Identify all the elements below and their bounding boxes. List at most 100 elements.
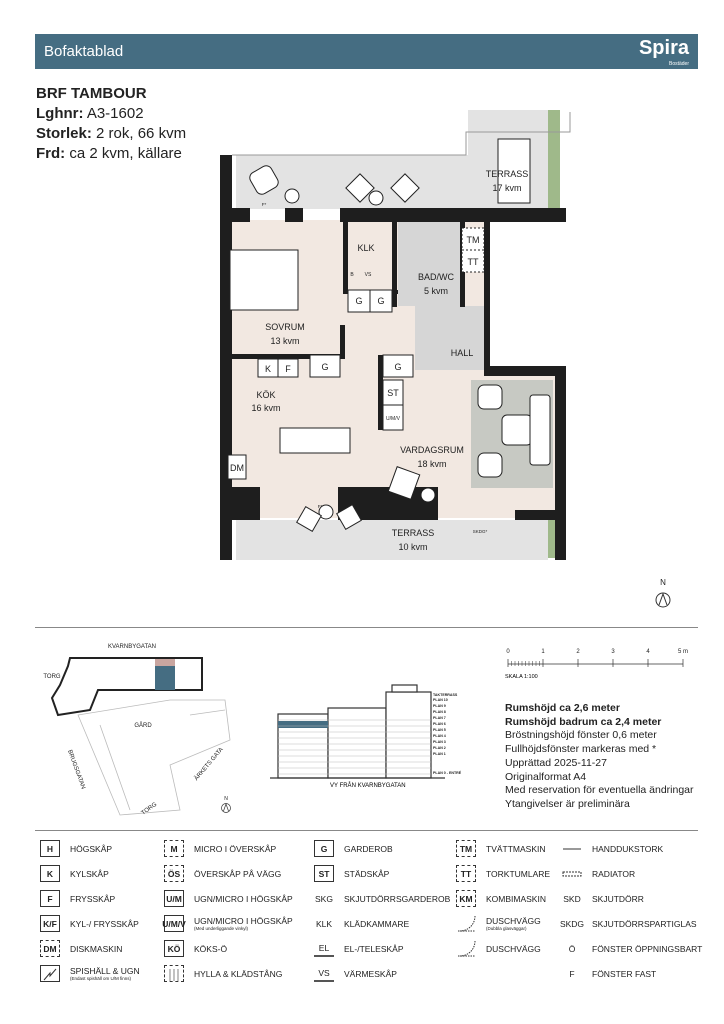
label-bad: BAD/WC: [418, 272, 455, 282]
legend-label-text: RADIATOR: [592, 868, 636, 879]
hall-tile: [415, 306, 487, 370]
elevation-level-label: PLAN 7: [433, 716, 446, 720]
code-icon: SKDG: [559, 918, 585, 929]
code-icon: KÖ: [164, 940, 184, 957]
code-icon: TT: [456, 865, 476, 882]
legend-item: HANDDUKSTORK: [562, 840, 663, 857]
note: Originalformat A4: [505, 770, 587, 783]
label-klk: KLK: [357, 243, 374, 253]
legend-label-text: FÖNSTER FAST: [592, 968, 657, 979]
frd-label: Frd:: [36, 145, 66, 162]
label-fixed-window: F*: [318, 504, 323, 509]
legend-item: HYLLA & KLÄDSTÅNG: [164, 965, 282, 982]
note: Bröstningshöjd fönster 0,6 meter: [505, 729, 657, 742]
legend-label: UGN/MICRO I HÖGSKÅP(Med underliggande vi…: [194, 916, 293, 931]
notes: Rumshöjd ca 2,6 meter Rumshöjd badrum ca…: [505, 702, 694, 812]
frd-value: ca 2 kvm, källare: [69, 145, 182, 162]
label-sovrum: SOVRUM: [265, 322, 305, 332]
legend-label-text: HANDDUKSTORK: [592, 843, 664, 854]
legend-label-text: HÖGSKÅP: [70, 843, 113, 854]
balcony-highlight: [155, 659, 175, 666]
scale-tick-label: 0: [506, 649, 510, 655]
legend-label-text: KLÄDKAMMARE: [344, 918, 410, 929]
label-tm: TM: [467, 235, 480, 245]
label-st: ST: [387, 388, 399, 398]
towel-icon: [562, 840, 582, 857]
label-b: B: [350, 272, 354, 278]
label-dm: DM: [230, 463, 244, 473]
legend-label: UGN/MICRO I HÖGSKÅP: [194, 894, 293, 904]
north-arrow-icon: [655, 592, 671, 608]
code-icon: M: [164, 840, 184, 857]
label-umv: U/M/V: [386, 416, 401, 422]
legend-label: FRYSSKÅP: [70, 894, 115, 904]
label-k: K: [265, 364, 271, 374]
area-terrace-bottom: 10 kvm: [398, 542, 427, 552]
apartment-highlight: [155, 666, 175, 690]
note: Upprättad 2025-11-27: [505, 756, 607, 769]
compass-label: N: [660, 578, 666, 587]
legend-item: U/M/V UGN/MICRO I HÖGSKÅP(Med underliggan…: [162, 915, 293, 932]
legend-label: RADIATOR: [592, 869, 635, 879]
area-sovrum: 13 kvm: [270, 336, 299, 346]
storlek-label: Storlek:: [36, 125, 92, 142]
code-icon: U/M: [164, 890, 184, 907]
label-terrace-top: TERRASS: [486, 169, 529, 179]
area-bad: 5 kvm: [424, 286, 448, 296]
code-icon: SKG: [315, 893, 333, 904]
shower-icon: [456, 940, 476, 957]
legend-label: FÖNSTER FAST: [592, 969, 656, 979]
legend-label: KÖKS-Ö: [194, 944, 227, 954]
window-icon: F: [569, 968, 575, 979]
label-g: G: [321, 362, 328, 372]
scale-tick-label: 3: [611, 649, 615, 655]
code-icon: U/M/V: [162, 915, 186, 932]
radiator-icon: [562, 865, 582, 882]
label-g: G: [377, 296, 384, 306]
terrace-bottom-area: [236, 520, 548, 560]
area-kok: 16 kvm: [251, 403, 280, 413]
legend-label: DUSCHVÄGG(Dubbla glasväggar): [486, 916, 541, 931]
area-terrace-top: 17 kvm: [492, 183, 521, 193]
legend-item: VS VÄRMESKÅP: [314, 965, 397, 982]
divider: [35, 830, 698, 831]
legend-label: FÖNSTER ÖPPNINGSBART: [592, 944, 702, 954]
outside-notch: [488, 222, 558, 370]
north-arrow-icon: [221, 802, 231, 813]
legend-item: DUSCHVÄGG: [456, 940, 541, 957]
walls: [220, 155, 566, 560]
legend-label-text: FRYSSKÅP: [70, 893, 116, 904]
legend-label: TORKTUMLARE: [486, 869, 550, 879]
legend-label-text: DISKMASKIN: [70, 943, 123, 954]
legend-label: DISKMASKIN: [70, 944, 122, 954]
street-brugsgatan: BRUGSGATAN: [66, 749, 86, 790]
note-bath-height: Rumshöjd badrum ca 2,4 meter: [505, 715, 662, 728]
legend-note: (Dubbla glasväggar): [486, 926, 527, 931]
elevation-level-label: PLAN 2: [433, 746, 446, 750]
scale-tick-label: 1: [541, 649, 545, 655]
elevation-level-label: PLAN 9: [433, 704, 446, 708]
scale-tick-label: 2: [576, 649, 580, 655]
area-vardagsrum: 18 kvm: [417, 459, 446, 469]
legend-label: VÄRMESKÅP: [344, 969, 397, 979]
legend-label-text: UGN/MICRO I HÖGSKÅP: [194, 893, 293, 904]
logo-name: Spira: [638, 37, 689, 59]
elevation-level-label: PLAN 4: [433, 734, 446, 738]
legend-label-text: KYLSKÅP: [70, 868, 109, 879]
label-hall: HALL: [451, 348, 474, 358]
shelf-icon: [164, 965, 184, 982]
scale-tick-label: 4: [646, 649, 650, 655]
shower2-icon: [456, 915, 476, 932]
vs-icon: VS: [314, 965, 334, 982]
legend-label-text: TORKTUMLARE: [486, 868, 551, 879]
site-map: KVARNBYGATAN TORG GÅRD BRUGSGATAN ÄRKETS…: [43, 644, 231, 817]
